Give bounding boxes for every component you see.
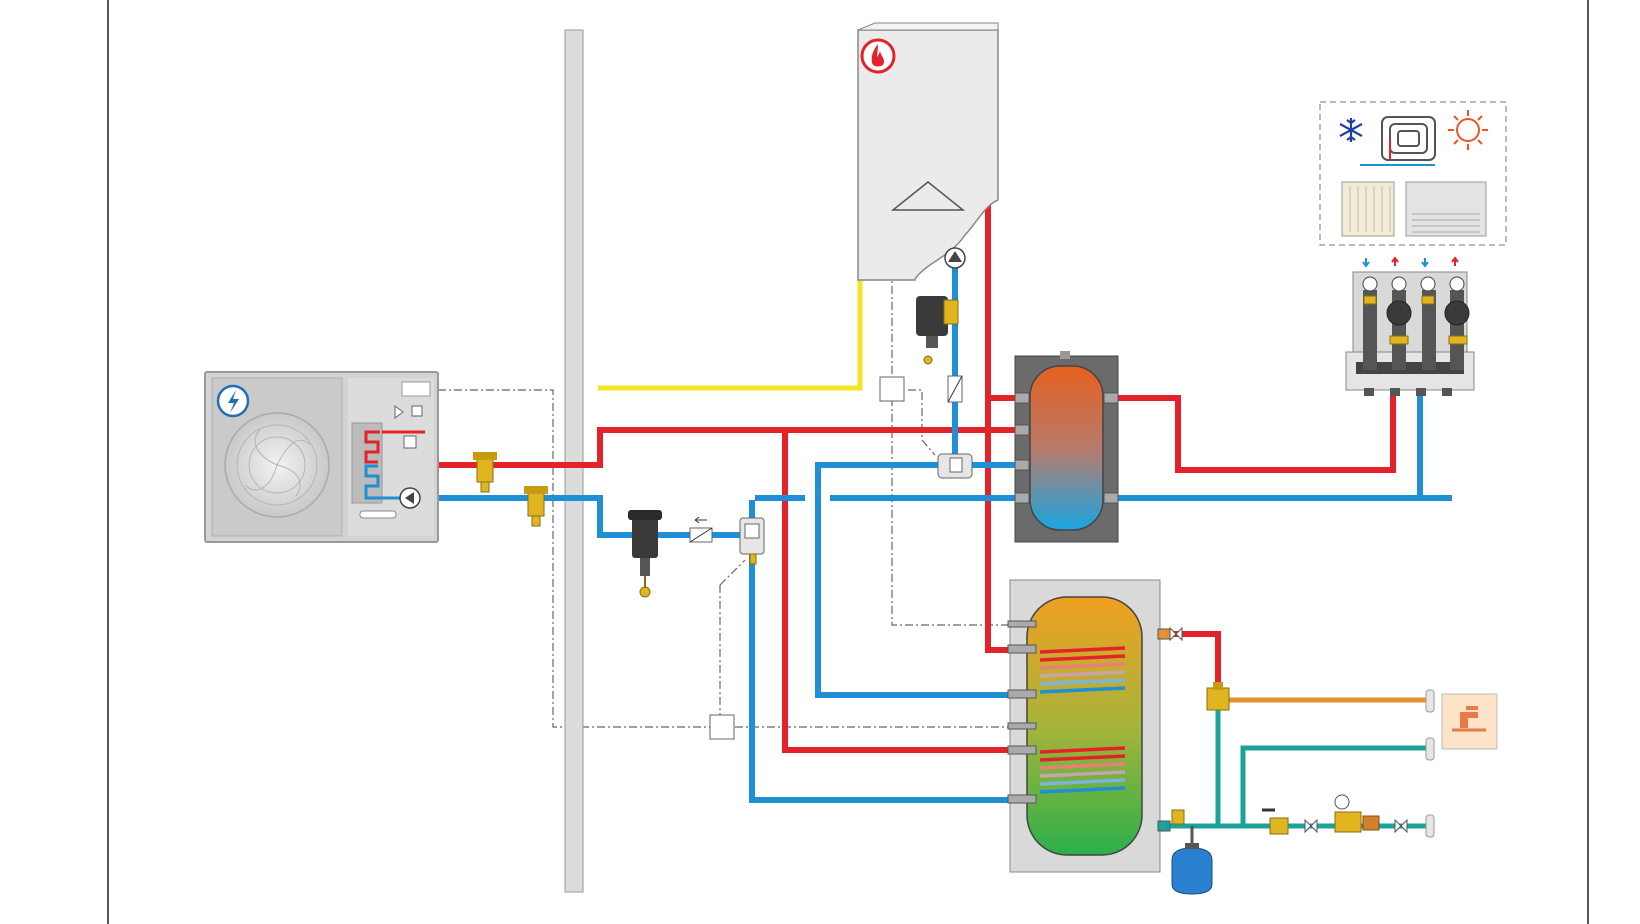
buffer-tank (1014, 351, 1119, 543)
building-wall (564, 29, 584, 893)
manifold-circulators (1386, 300, 1470, 326)
manifold-gauges (1362, 276, 1465, 292)
gas-boiler (857, 22, 999, 281)
fan-coil-icon (1405, 181, 1487, 237)
zone-valve-icon (937, 453, 973, 479)
dhw-pipes (1160, 697, 1428, 829)
snowflake-icon (1339, 118, 1363, 142)
diverter-valve-icon (739, 517, 765, 565)
strainer-icon (524, 486, 548, 527)
wall-outlets (1425, 689, 1435, 838)
shutoff-valve-icon (1169, 626, 1408, 834)
upper-coil-icon (1039, 646, 1126, 694)
heat-pump-coil-cold (364, 464, 408, 500)
gas-pipe (598, 278, 863, 391)
pump-manifold (1345, 271, 1475, 396)
radiator-icon (1341, 181, 1395, 237)
faucet-icon (1441, 693, 1498, 750)
emitters-panel (1319, 101, 1507, 268)
boiler-separator-icon (916, 296, 959, 365)
heat-pump-coil-hot (364, 430, 380, 464)
pressure-reducer-icon (1334, 794, 1380, 833)
sun-icon (1448, 110, 1488, 150)
dirt-separator-icon (473, 452, 497, 493)
junction-box (879, 376, 905, 402)
check-valve-icon (947, 375, 963, 403)
heat-pump-unit (204, 371, 439, 543)
lower-coil-icon (1039, 746, 1126, 794)
magnetic-filter-icon (628, 510, 662, 598)
thermostatic-mixer-icon (1206, 682, 1230, 711)
flow-pipes (408, 205, 1396, 753)
dhw-cylinder (1007, 579, 1171, 873)
junction-box (709, 714, 735, 740)
check-valve-icon (689, 516, 713, 543)
underfloor-coil-icon (1360, 116, 1436, 166)
expansion-vessel-icon (1171, 826, 1213, 895)
safety-group-icon (1171, 808, 1289, 835)
